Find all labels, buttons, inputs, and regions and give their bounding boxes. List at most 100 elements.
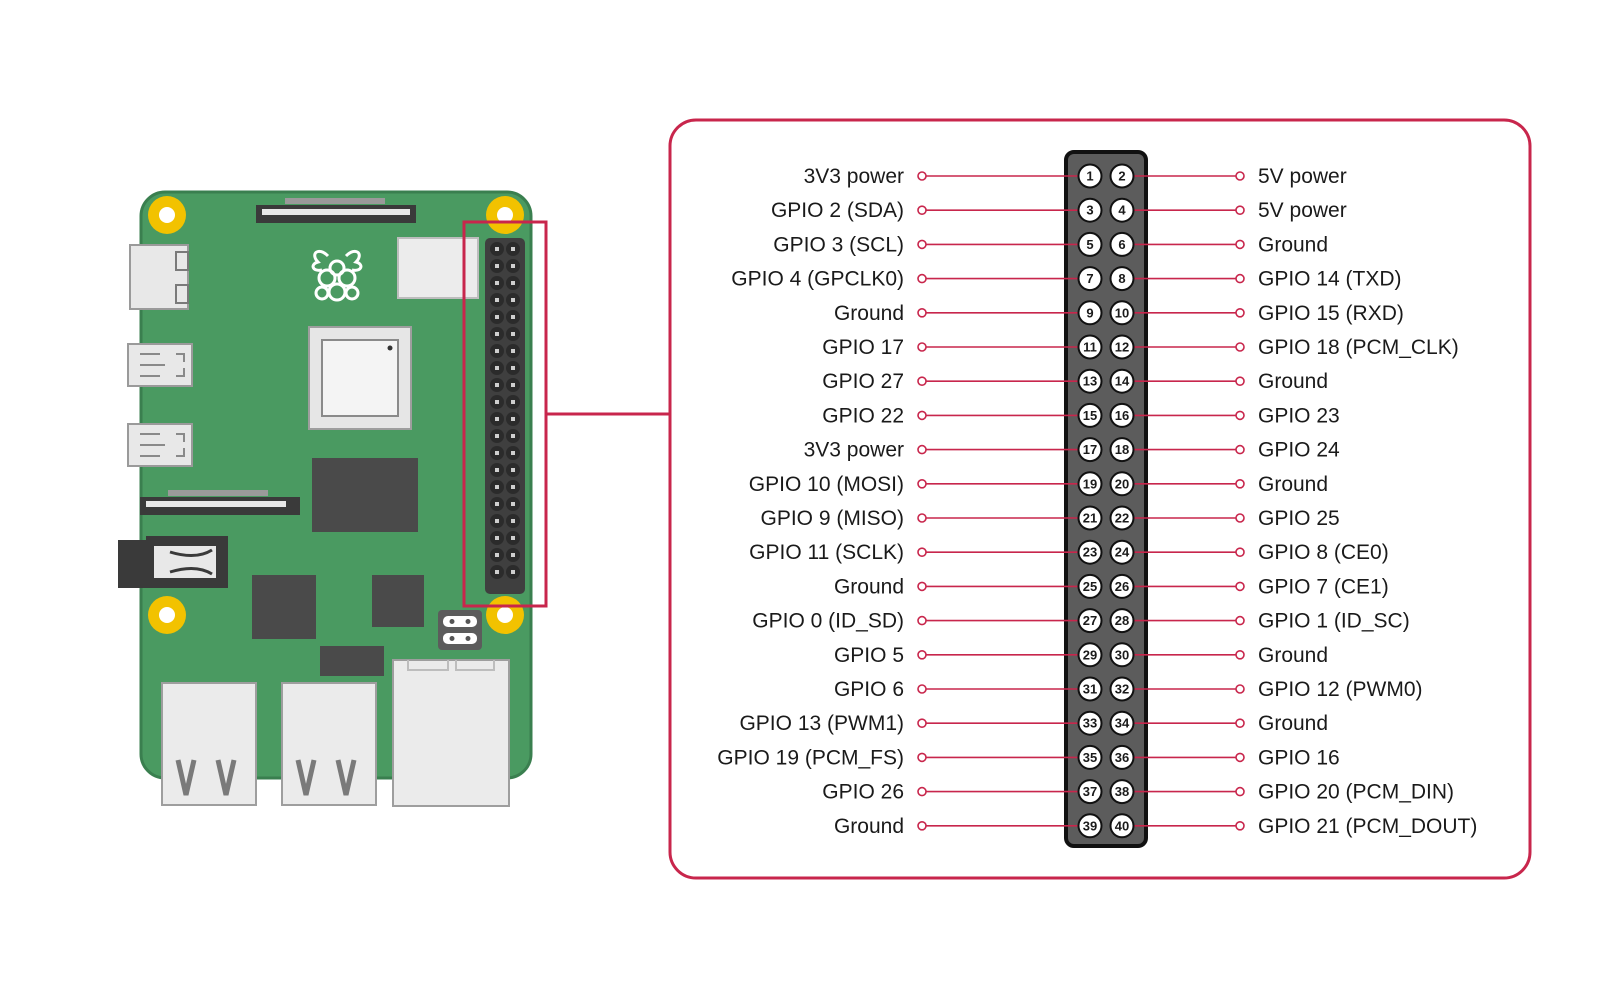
pin-circle: [1109, 813, 1135, 839]
pin-leader-dot: [1235, 752, 1245, 763]
pin-label: GPIO 9 (MISO): [760, 507, 904, 530]
pin-label: GPIO 7 (CE1): [1258, 575, 1389, 598]
pin-header: [1064, 150, 1148, 848]
pin-leader-dot: [917, 273, 927, 284]
pin-leader-dot: [917, 786, 927, 797]
board-header-pin-tip: [511, 570, 515, 574]
pin-circle: [1077, 539, 1103, 565]
pin-circle: [1077, 231, 1103, 257]
wifi-module: [397, 237, 479, 299]
pin-number: 14: [1115, 374, 1130, 389]
board-header-pin-tip: [511, 298, 515, 302]
pin-circle: [1109, 539, 1135, 565]
pin-circle: [1077, 300, 1103, 326]
pin-leader-dot: [917, 684, 927, 694]
pin-leader-dot: [917, 752, 927, 763]
micro-hdmi-port-0: [127, 343, 193, 387]
pin-label: GPIO 12 (PWM0): [1258, 678, 1423, 701]
pin-circle: [1077, 197, 1103, 223]
board-header-pin-tip: [511, 400, 515, 404]
pin-circle: [1077, 573, 1103, 599]
pin-number: 9: [1086, 305, 1093, 320]
pin-number: 12: [1115, 340, 1129, 355]
board-header-pin-tip: [495, 434, 499, 438]
pin-number: 5: [1086, 237, 1093, 252]
raspberry-pi-board: [118, 190, 548, 807]
pin-label: GPIO 24: [1258, 439, 1340, 462]
pin-label: GPIO 23: [1258, 404, 1340, 427]
pin-leader-dot: [917, 342, 927, 352]
pin-circle: [1109, 437, 1135, 463]
pin-label: Ground: [834, 815, 904, 838]
pin-circle: [1109, 231, 1135, 257]
pin-circle: [1077, 505, 1103, 531]
micro-hdmi-port-1: [127, 423, 193, 467]
pin-number: 34: [1115, 716, 1130, 731]
pin-label: GPIO 25: [1258, 507, 1340, 530]
pin-leader-dot: [917, 547, 927, 558]
pin-leader-dot: [1235, 171, 1245, 181]
board-header-pin-tip: [495, 570, 499, 574]
pin-label: GPIO 4 (GPCLK0): [731, 268, 904, 291]
pin-circle: [1109, 505, 1135, 531]
board-header-pin-tip: [495, 553, 499, 557]
pin-leader-dot: [917, 820, 927, 831]
usb-c-port: [129, 244, 189, 310]
pin-label: 3V3 power: [804, 439, 904, 462]
board-header-pin-tip: [511, 366, 515, 370]
pin-leader-dot: [1235, 444, 1245, 455]
usb-controller-chip: [252, 575, 316, 639]
board-header-pin-tip: [511, 536, 515, 540]
pin-label: GPIO 21 (PCM_DOUT): [1258, 815, 1477, 838]
pin-label: GPIO 15 (RXD): [1258, 302, 1404, 325]
pin-label: 5V power: [1258, 165, 1347, 188]
mount-hole-top-right: [486, 196, 524, 234]
mount-hole-bottom-left: [148, 596, 186, 634]
board-header-pin-tip: [495, 281, 499, 285]
pin-number: 36: [1115, 750, 1129, 765]
board-gpio-header: [485, 238, 525, 594]
pin-circle: [1109, 300, 1135, 326]
pin-number: 23: [1083, 545, 1097, 560]
pin-circle: [1077, 779, 1103, 805]
pin-number: 7: [1086, 271, 1093, 286]
pin-number: 27: [1083, 613, 1097, 628]
board-header-pin-tip: [511, 281, 515, 285]
board-header-pin-tip: [511, 451, 515, 455]
pin-number: 6: [1118, 237, 1125, 252]
pin-label: 5V power: [1258, 199, 1347, 222]
pin-label: GPIO 0 (ID_SD): [752, 610, 904, 633]
pin-label: GPIO 8 (CE0): [1258, 541, 1389, 564]
pin-leader-dot: [917, 478, 927, 489]
board-header-pin-tip: [511, 485, 515, 489]
ethernet-controller-chip: [372, 575, 424, 627]
pin-label: GPIO 1 (ID_SC): [1258, 610, 1410, 633]
pin-number: 3: [1086, 203, 1093, 218]
board-header-pin-tip: [511, 434, 515, 438]
power-chip: [320, 646, 384, 676]
board-header-pin-tip: [511, 502, 515, 506]
pin-number: 13: [1083, 374, 1097, 389]
ram-chip: [312, 458, 418, 532]
pin-circle: [1077, 334, 1103, 360]
board-header-pin-tip: [495, 485, 499, 489]
pin-circle: [1109, 676, 1135, 702]
pin-circle: [1109, 368, 1135, 394]
pin-leader-dot: [917, 513, 927, 523]
pin-leader-dot: [1235, 307, 1245, 318]
board-header-pin-tip: [495, 502, 499, 506]
